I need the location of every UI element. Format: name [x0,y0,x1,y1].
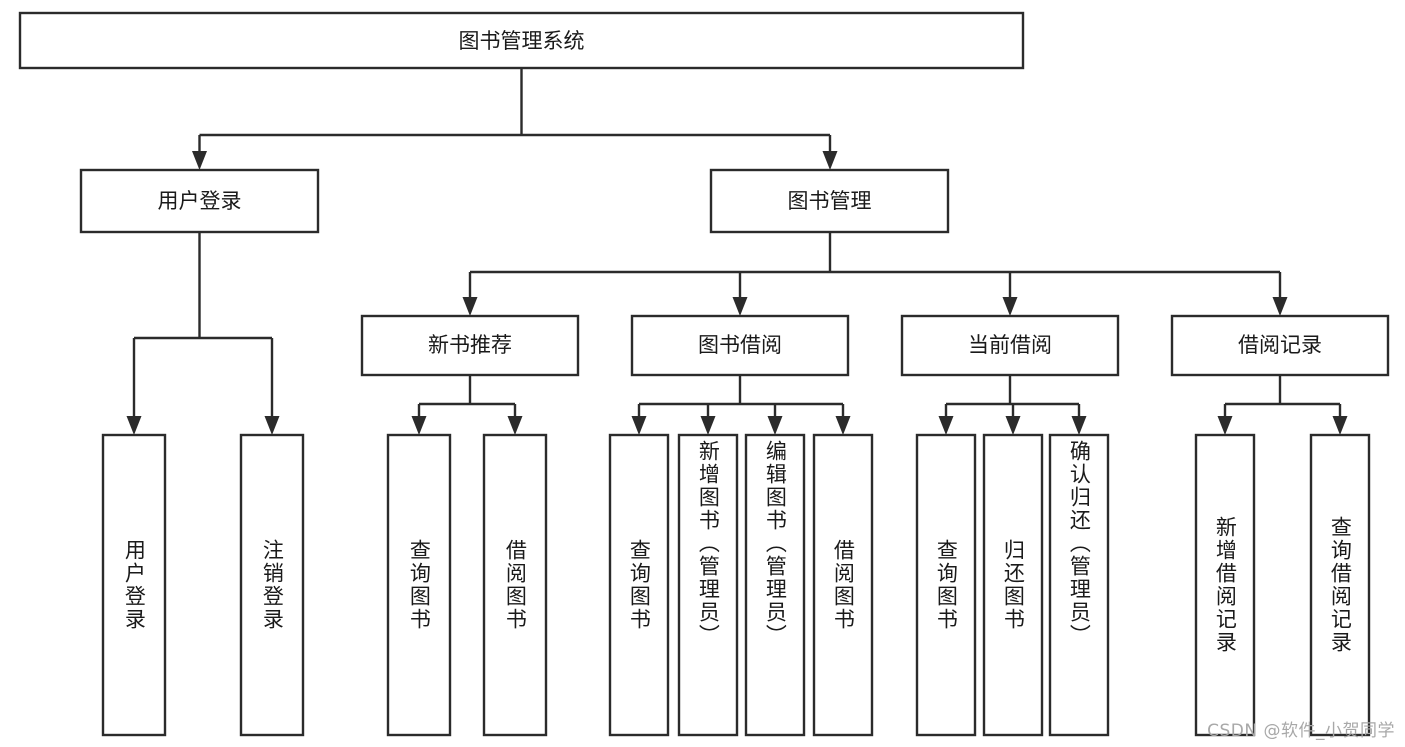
arrow-bookmgmt-records [1272,297,1288,316]
arrow-bookmgmt-borrow [732,297,748,316]
arrow-records-leaf2 [1332,416,1348,435]
arrow-borrow-leaf1 [631,416,647,435]
arrow-borrow-leaf4 [835,416,851,435]
leaf-box-query-book-newbooks[interactable] [386,433,452,737]
leaf-box-query-book-borrow[interactable] [608,433,670,737]
arrow-borrow-leaf3 [767,416,783,435]
arrow-newbooks-leaf2 [507,416,523,435]
node-root-box[interactable] [18,11,1025,70]
node-book-borrow-label: 图书借阅 [698,333,782,357]
nodes-layer: 图书管理系统 用户登录 图书管理 新书推荐 图书借阅 当前借阅 借阅记录 [18,11,1390,737]
leaf-box-edit-book-admin[interactable] [744,433,806,737]
arrow-userlogin-leaf2 [264,416,280,435]
leaf-box-add-borrow-record[interactable] [1194,433,1256,737]
leaf-box-borrow-book[interactable] [812,433,874,737]
node-new-book-recommend-box[interactable] [360,314,580,377]
arrow-records-leaf1 [1217,416,1233,435]
node-user-login-label: 用户登录 [158,189,242,213]
node-book-mgmt-label: 图书管理 [788,189,872,213]
arrow-current-leaf1 [938,416,954,435]
arrow-current-leaf3 [1071,416,1087,435]
node-user-login-box[interactable] [79,168,320,234]
leaf-box-logout[interactable] [239,433,305,737]
node-current-borrow-box[interactable] [900,314,1120,377]
arrow-bookmgmt-current [1002,297,1018,316]
arrow-to-user-login [192,151,207,170]
node-book-borrow-box[interactable] [630,314,850,377]
edges-layer [126,68,1348,435]
arrow-borrow-leaf2 [700,416,716,435]
leaf-box-return-book[interactable] [982,433,1044,737]
node-borrow-record-label: 借阅记录 [1238,333,1322,357]
arrow-bookmgmt-new-books [462,297,478,316]
arrow-userlogin-leaf1 [126,416,142,435]
node-current-borrow-label: 当前借阅 [968,333,1052,357]
node-book-mgmt-box[interactable] [709,168,950,234]
leaf-box-user-login[interactable] [101,433,167,737]
watermark-text: CSDN @软件_小贺同学 [1207,721,1395,741]
node-new-book-recommend-label: 新书推荐 [428,333,512,357]
node-borrow-record-box[interactable] [1170,314,1390,377]
arrow-current-leaf2 [1005,416,1021,435]
leaf-box-confirm-return-admin[interactable] [1048,433,1110,737]
leaf-box-add-book-admin[interactable] [677,433,739,737]
leaf-box-borrow-book-newbooks[interactable] [482,433,548,737]
leaf-box-query-borrow-record[interactable] [1309,433,1371,737]
arrow-newbooks-leaf1 [411,416,427,435]
arrow-to-book-mgmt [822,151,838,170]
node-root-label: 图书管理系统 [459,29,585,53]
leaf-box-query-book-current[interactable] [915,433,977,737]
